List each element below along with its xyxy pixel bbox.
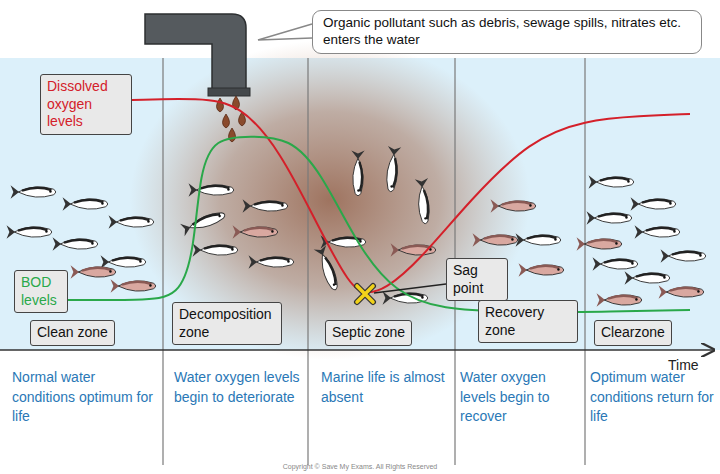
outfall-pipe (145, 14, 246, 92)
pipe-lip (208, 88, 250, 96)
zone-divider (307, 58, 308, 465)
label-box: Clean zone (30, 320, 115, 346)
label-box: Septic zone (325, 320, 412, 346)
leader-line (374, 284, 446, 293)
axis-label: Time (668, 356, 716, 376)
callout-box: Organic pollutant such as debris, sewage… (312, 10, 702, 54)
bod-curve (68, 137, 690, 312)
fish (519, 263, 564, 276)
zone-description: Optimum water conditions return for life (590, 368, 715, 427)
fish (7, 225, 52, 238)
fish (391, 243, 436, 256)
fish (473, 233, 518, 246)
fish (351, 151, 364, 196)
time-axis (0, 349, 714, 351)
box-text: Clean zone (37, 324, 108, 342)
fish (631, 197, 676, 210)
fish (71, 265, 116, 278)
box-text: Septic zone (332, 324, 405, 342)
pollutant-drop (217, 98, 224, 112)
fish (587, 211, 632, 224)
pollution-cloud (130, 40, 530, 360)
fish (243, 199, 288, 212)
zone-description: Water oxygen levels begin to deteriorate (174, 368, 304, 407)
fish (193, 243, 238, 256)
box-text: BOD levels (21, 274, 61, 309)
label-box: Clearzone (594, 320, 672, 346)
zone-description: Marine life is almost absent (321, 368, 451, 407)
box-text: Organic pollutant such as debris, sewage… (323, 15, 691, 49)
box-text: Dissolved oxygen levels (47, 78, 125, 131)
fish (314, 245, 342, 292)
sag-marker (357, 286, 373, 302)
fish (384, 146, 401, 192)
fish (635, 225, 680, 238)
zone-description: Normal water conditions optimum for life (12, 368, 157, 427)
zone-divider (584, 58, 585, 465)
sag-marker-outline (357, 286, 373, 302)
fish (659, 285, 704, 298)
zone-description: Water oxygen levels begin to recover (460, 368, 582, 427)
label-box: BOD levels (14, 270, 68, 313)
fish (415, 178, 432, 224)
fish (661, 249, 706, 262)
fish (111, 279, 156, 292)
fish (53, 237, 98, 250)
fish (233, 225, 278, 238)
fish (180, 208, 227, 236)
label-box: Decomposition zone (172, 302, 282, 345)
fish (491, 199, 536, 212)
fish (63, 197, 108, 210)
fish (577, 237, 622, 250)
fish (597, 293, 642, 306)
fish (109, 215, 154, 228)
fish (593, 257, 638, 270)
dissolved-oxygen-curve (132, 99, 690, 292)
pollutant-drop (229, 128, 236, 142)
callout-pointer (258, 24, 312, 40)
label-box: Dissolved oxygen levels (40, 74, 132, 135)
fish (516, 233, 561, 246)
zone-divider (162, 58, 163, 465)
fish (101, 255, 146, 268)
label-box: Recovery zone (478, 300, 578, 343)
watermark: Copyright © Save My Exams. All Rights Re… (250, 462, 470, 472)
box-text: Sag point (453, 262, 501, 297)
fish (249, 255, 294, 268)
fish (625, 271, 670, 284)
box-text: Recovery zone (485, 304, 571, 339)
label-box: Sag point (446, 258, 508, 301)
box-text: Decomposition zone (179, 306, 275, 341)
fish (11, 185, 56, 198)
box-text: Clearzone (601, 324, 665, 342)
fish (189, 183, 234, 196)
pollutant-drop (223, 114, 230, 128)
fish (589, 175, 634, 188)
